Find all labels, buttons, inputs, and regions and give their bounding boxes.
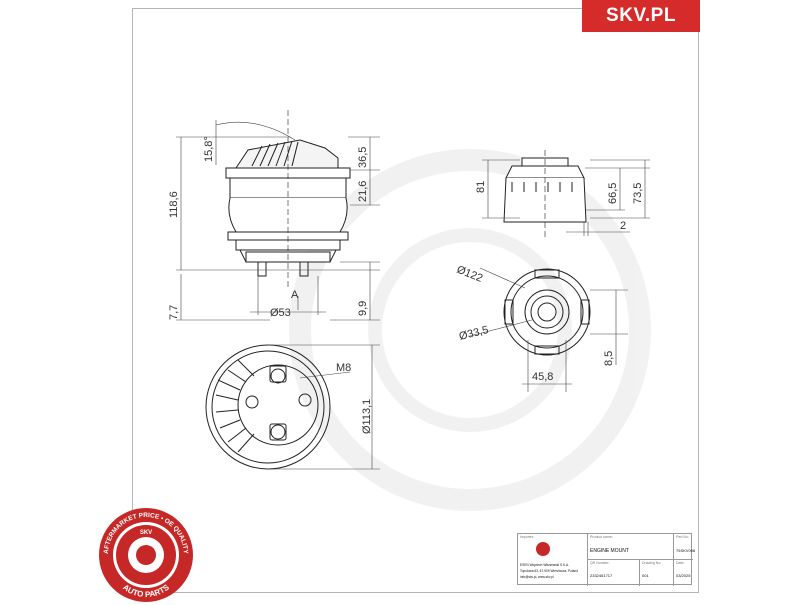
top-diameter-dimension: Ø122 bbox=[455, 264, 484, 285]
outer-diameter-dimension: Ø113,1 bbox=[361, 399, 373, 434]
bore-diameter-dimension: Ø33,5 bbox=[458, 324, 490, 343]
part-no-value: 75SKV098 bbox=[676, 548, 696, 553]
label-a: A bbox=[291, 289, 299, 301]
part-no-label: Part No: bbox=[676, 535, 689, 539]
drawing-no-cell: Drawing No: 001 bbox=[640, 560, 674, 586]
qr-label: QR Number: bbox=[590, 561, 610, 565]
slot-width-dimension: 8,5 bbox=[603, 351, 615, 366]
bottom-view bbox=[205, 344, 331, 470]
right-side-view-dimensions bbox=[482, 159, 650, 236]
skv-quality-seal: AFTERMARKET PRICE • OE QUALITY AUTO PART… bbox=[99, 508, 193, 602]
importer-company: ESEN Wojciech Wiśniewski S.K.A. bbox=[520, 563, 570, 567]
watermark-gear bbox=[289, 149, 651, 511]
top-height-dimension: 36,5 bbox=[357, 147, 369, 168]
side-view-dimensions bbox=[176, 120, 380, 321]
importer-contact: info@skv.pl, www.skv.pl bbox=[520, 575, 554, 579]
bottom-view-dimensions bbox=[268, 344, 380, 470]
importer-cell: Importer: ESEN Wojciech Wiśniewski S.K.A… bbox=[518, 534, 588, 586]
date-value: 03/2025 bbox=[676, 573, 691, 578]
stud-length-dimension: 7,7 bbox=[168, 305, 180, 320]
title-block: Importer: ESEN Wojciech Wiśniewski S.K.A… bbox=[517, 533, 696, 586]
importer-address: Topolowa 63, 67-909 Wierzbowa, Poland bbox=[520, 569, 578, 573]
flange-offset-dimension: 9,9 bbox=[357, 301, 369, 316]
right-top-view bbox=[503, 268, 591, 356]
brand-badge[interactable]: SKV.PL bbox=[582, 0, 700, 32]
importer-logo-icon bbox=[536, 542, 550, 556]
base-diameter-dimension: Ø53 bbox=[270, 307, 291, 319]
right-top-view-dimensions bbox=[469, 267, 628, 392]
overall-height-dimension: 118,6 bbox=[168, 191, 180, 218]
side-view bbox=[225, 110, 351, 290]
mid-height-dimension: 21,6 bbox=[357, 181, 369, 202]
right-side-view bbox=[503, 150, 587, 240]
qr-value: 2332461717 bbox=[590, 573, 613, 578]
product-name-label: Product name: bbox=[590, 535, 613, 539]
importer-label: Importer: bbox=[520, 535, 535, 539]
angle-dimension: 15,8° bbox=[203, 136, 215, 162]
part-no-cell: Part No: 75SKV098 bbox=[674, 534, 696, 560]
drawing-no-value: 001 bbox=[642, 573, 649, 578]
product-name-cell: Product name: ENGINE MOUNT bbox=[588, 534, 674, 560]
date-cell: Date: 03/2025 bbox=[674, 560, 693, 586]
inner-height-2-dimension: 73,5 bbox=[632, 183, 644, 204]
thread-dimension: M8 bbox=[336, 362, 351, 374]
qr-cell: QR Number: 2332461717 bbox=[588, 560, 640, 586]
inner-height-1-dimension: 66,5 bbox=[607, 183, 619, 204]
side-height-dimension: 81 bbox=[475, 181, 487, 193]
date-label: Date: bbox=[676, 561, 685, 565]
product-name-value: ENGINE MOUNT bbox=[590, 548, 629, 554]
drawing-no-label: Drawing No: bbox=[642, 561, 662, 565]
slot-span-dimension: 45,8 bbox=[532, 371, 553, 383]
seal-badge: SKV bbox=[140, 530, 152, 536]
wall-dimension: 2 bbox=[620, 220, 626, 232]
drawing-frame bbox=[132, 8, 699, 593]
